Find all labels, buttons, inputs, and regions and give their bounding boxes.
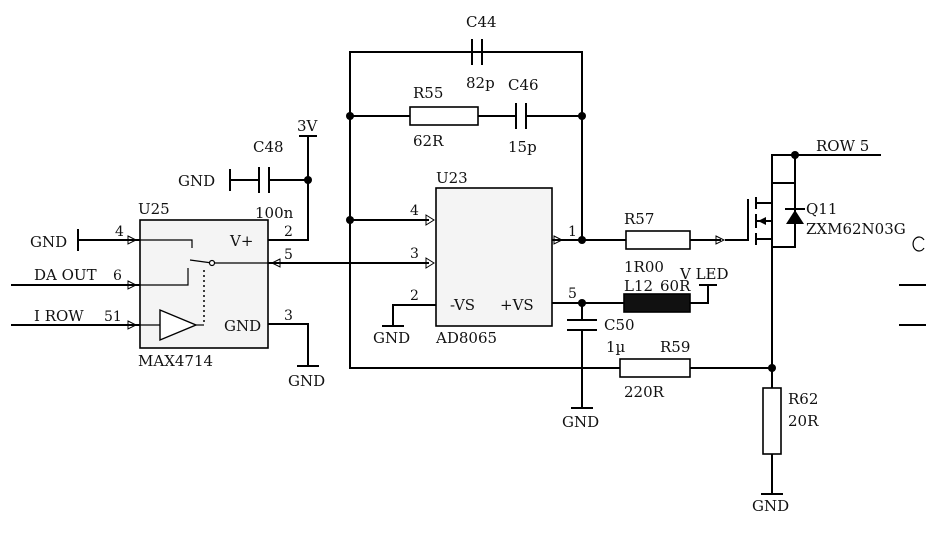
r62-ref: R62 [788,390,818,408]
capacitor-c44: C44 82p [466,13,583,92]
c46-value: 15p [508,138,537,156]
r55-value: 62R [413,132,444,150]
u25-pin-4: 4 [115,224,124,240]
label-row5: ROW 5 [816,137,869,155]
switch-no-line [140,268,189,286]
c50-value: 1µ [606,338,626,356]
junction [578,236,586,244]
body-diode [786,210,804,224]
r57-ref: R57 [624,210,654,228]
r59-ref: R59 [660,338,690,356]
u23-minus-vs: -VS [450,296,475,314]
r59-value: 220R [624,383,665,401]
gnd-u23: GND [373,325,410,347]
gnd-c50: GND [562,407,599,431]
switch-nc-line [140,239,193,248]
u23-pin-4: 4 [410,203,419,219]
resistor-r57: R57 1R00 [624,210,691,276]
wire-u23-pin2 [392,304,437,327]
u23-pin-3: 3 [410,246,419,262]
q11-part: ZXM62N03G [806,220,906,238]
junctions [304,112,799,372]
capacitor-c48: C48 100n [253,138,294,222]
vled-port: V LED [679,265,729,286]
resistor-r59: R59 220R [619,338,691,401]
label-3v: 3V [297,117,319,135]
gnd-u25-pin4: GND [30,229,79,251]
q11-ref: Q11 [806,200,837,218]
junction [578,112,586,120]
inductor-l12: L12 60R [623,277,691,313]
label-i-row: I ROW [34,307,84,325]
u25-pin-6: 6 [113,268,122,284]
u23-pin-5: 5 [568,286,577,302]
mosfet-q11: Q11 ZXM62N03G [725,154,906,248]
label-da-out: DA OUT [34,266,97,284]
u23-pin-2: 2 [410,288,419,304]
r57-value: 1R00 [624,258,664,276]
junction [304,176,312,184]
switch-arm [189,259,213,264]
junction [768,364,776,372]
c46-ref: C46 [508,76,539,94]
label-gnd-u23: GND [373,329,410,347]
c44-ref: C44 [466,13,497,31]
c48-ref: C48 [253,138,284,156]
resistor-r55: R55 62R [409,84,479,150]
c50-ref: C50 [604,316,635,334]
mosfet-arrow [758,217,766,225]
l12-ref: L12 [624,277,653,295]
u25-gnd-label: GND [224,317,261,335]
u25-part: MAX4714 [138,352,213,370]
c48-value: 100n [255,204,294,222]
junction [346,216,354,224]
u25-pin-2: 2 [284,224,293,240]
gnd-r62: GND [752,493,789,515]
edge-glyph [912,236,925,252]
r55-ref: R55 [413,84,443,102]
c44-value: 82p [466,74,495,92]
switch-pivot [208,259,216,267]
u25-pin-5: 5 [284,247,293,263]
u25-vplus: V+ [229,232,253,250]
wires [11,51,926,495]
ic-u23: U23 AD8065 -VS +VS 4 3 2 1 5 [410,169,726,347]
gnd-c48: GND [178,169,231,191]
l12-value: 60R [660,277,691,295]
label-v-led: V LED [679,265,729,283]
u23-ref: U23 [436,169,468,187]
capacitor-c50: C50 1µ [567,316,635,356]
wire-3v [267,135,309,241]
label-gnd-r62: GND [752,497,789,515]
u23-plus-vs: +VS [500,296,534,314]
junction [578,299,586,307]
resistor-r62: R62 20R [762,387,819,455]
u23-pin-1: 1 [568,224,577,240]
r62-value: 20R [788,412,819,430]
capacitor-c46: C46 15p [508,76,539,156]
u25-ref: U25 [138,200,170,218]
label-gnd-u25: GND [30,233,67,251]
label-gnd-u25-b: GND [288,372,325,390]
u23-part: AD8065 [435,329,497,347]
junction [346,112,354,120]
u25-pin-51: 51 [104,309,122,325]
gnd-u25-pin3: GND [288,365,325,390]
wire-bottom-loop [349,219,621,369]
u25-pin-3: 3 [284,308,293,324]
label-gnd-c48: GND [178,172,215,190]
wire-u25-gnd [267,323,309,367]
power-3v: 3V [297,117,319,137]
ic-u25: U25 MAX4714 V+ GND 4 2 6 5 51 3 [104,200,293,370]
buffer-triangle [159,308,198,342]
label-gnd-c50: GND [562,413,599,431]
wire-vled [689,284,709,304]
